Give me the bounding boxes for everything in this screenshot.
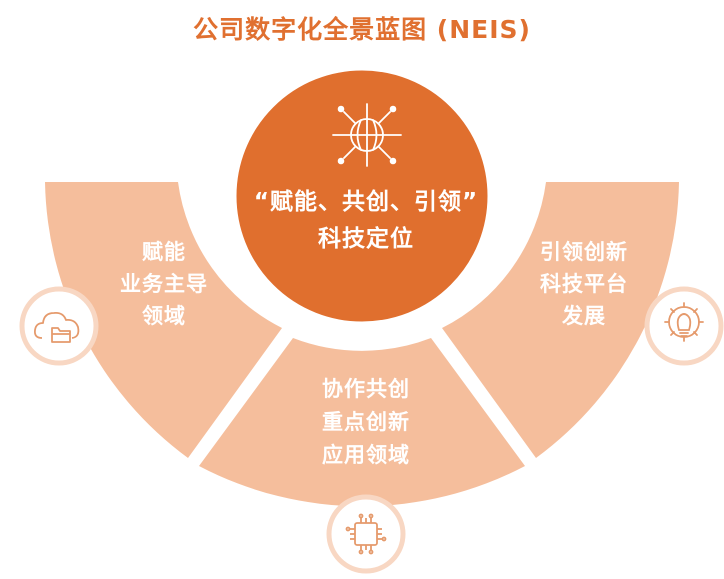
segment-bottom: [199, 338, 525, 507]
globe-network-icon: [332, 103, 402, 167]
center-circle: [227, 61, 497, 331]
left-line-1: 赋能: [142, 240, 186, 264]
bottom-line-1: 协作共创: [322, 377, 410, 401]
right-line-2: 科技平台: [540, 272, 628, 296]
chip-icon: [345, 513, 387, 555]
left-line-3: 领域: [142, 304, 186, 328]
lightbulb-gear-icon: [664, 302, 704, 342]
segment-left: [45, 182, 282, 458]
right-line-3: 发展: [561, 304, 606, 328]
center-line-2: 科技定位: [318, 225, 414, 252]
bottom-line-2: 重点创新: [322, 410, 410, 434]
badge-left: [19, 286, 99, 366]
left-line-2: 业务主导: [120, 272, 208, 296]
badge-bottom: [326, 494, 406, 574]
bottom-line-3: 应用领域: [322, 443, 410, 467]
page-title: 公司数字化全景蓝图 (NEIS): [193, 15, 531, 44]
center-line-1: “赋能、共创、引领”: [254, 188, 478, 215]
badge-right: [644, 286, 724, 366]
cloud-folder-icon: [33, 311, 80, 343]
right-line-1: 引领创新: [540, 240, 628, 264]
segment-right: [442, 182, 679, 458]
